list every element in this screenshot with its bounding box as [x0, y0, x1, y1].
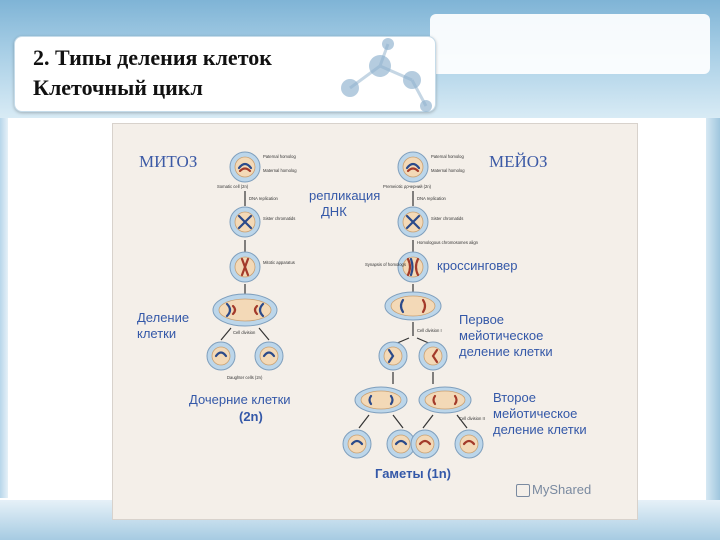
- cell-division-label-line-1: Деление: [137, 310, 189, 325]
- mitosis-somatic-cell: [229, 151, 261, 183]
- gamete-cell-2: [386, 429, 416, 459]
- daughter-cells-label-line-1: Дочерние клетки: [189, 392, 291, 407]
- crossing-over-label: кроссинговер: [437, 258, 518, 273]
- synapsis-label: Synapsis of homologs: [365, 262, 406, 267]
- meiosis-synapsis-cell: [397, 251, 429, 283]
- first-meiotic-label-line-2: мейотическое: [459, 328, 543, 343]
- daughter-cells-small-label: Daughter cells (2n): [227, 375, 263, 380]
- arrow: [358, 414, 370, 429]
- slide-title-line-2: Клеточный цикл: [33, 75, 203, 100]
- title-panel: 2. Типы деления клеток Клеточный цикл: [14, 36, 436, 112]
- arrow: [422, 414, 434, 429]
- meiosis-first-division-cell: [384, 291, 442, 321]
- gamete-cell-4: [454, 429, 484, 459]
- daughter-cells-label-line-2: (2n): [239, 409, 263, 424]
- cell-division-label-line-2: клетки: [137, 326, 176, 341]
- mitosis-dividing-cell: [212, 293, 278, 327]
- arrow: [392, 414, 404, 429]
- first-meiotic-label-line-3: деление клетки: [459, 344, 553, 359]
- first-meiotic-label-line-1: Первое: [459, 312, 504, 327]
- mitosis-replicated-cell: [229, 206, 261, 238]
- mitotic-apparatus-label: Mitotic apparatus: [263, 260, 295, 265]
- header-right-panel: [430, 14, 710, 74]
- dna-replication-right-label: DNA replication: [417, 196, 447, 201]
- mitosis-heading: МИТОЗ: [139, 152, 197, 171]
- arrow: [456, 414, 468, 429]
- cell-division-left-small: Cell division: [233, 330, 256, 335]
- sister-chromatids-left-label: Sister chromatids: [263, 216, 295, 221]
- slide-title-line-1: 2. Типы деления клеток: [33, 45, 272, 70]
- arrow: [220, 327, 232, 341]
- homologous-align-label: Homologous chromosomes align: [417, 240, 479, 245]
- arrow: [258, 327, 270, 341]
- mitosis-meiosis-figure: МИТОЗ МЕЙОЗ Paternal homolog Maternal ho…: [112, 123, 638, 520]
- maternal-label-right: Maternal homolog: [431, 168, 465, 173]
- cell-division-2-label: Cell division II: [459, 416, 485, 421]
- dna-replication-left-label: DNA replication: [249, 196, 279, 201]
- myshared-logo-icon: [516, 484, 530, 497]
- left-border: [0, 118, 8, 498]
- replication-label-line-2: ДНК: [321, 204, 347, 219]
- meiosis-secondary-cell-left: [378, 341, 408, 371]
- second-meiotic-label-line-1: Второе: [493, 390, 536, 405]
- mitosis-metaphase-cell: [229, 251, 261, 283]
- paternal-label-left: Paternal homolog: [263, 154, 296, 159]
- meiosis-heading: МЕЙОЗ: [489, 152, 548, 171]
- gamete-cell-3: [410, 429, 440, 459]
- watermark: MyShared: [532, 482, 592, 497]
- meiosis-premeiotic-cell: [397, 151, 429, 183]
- somatic-cell-label: Somatic cell (2n): [217, 184, 249, 189]
- meiosis-replicated-cell: [397, 206, 429, 238]
- replication-label-line-1: репликация: [309, 188, 380, 203]
- mitosis-daughter-cell-left: [206, 341, 236, 371]
- second-meiotic-label-line-3: деление клетки: [493, 422, 587, 437]
- cell-division-1-label: Cell division I: [417, 328, 442, 333]
- mitosis-daughter-cell-right: [254, 341, 284, 371]
- meiosis-secondary-cell-right: [418, 341, 448, 371]
- meiosis-second-division-cell-left: [354, 386, 408, 414]
- molecule-decoration-icon: [341, 38, 432, 112]
- right-border: [706, 118, 720, 540]
- paternal-label-right: Paternal homolog: [431, 154, 464, 159]
- maternal-label-left: Maternal homolog: [263, 168, 297, 173]
- second-meiotic-label-line-2: мейотическое: [493, 406, 577, 421]
- gametes-label: Гаметы (1n): [375, 466, 451, 481]
- sister-chromatids-right-label: Sister chromatids: [431, 216, 463, 221]
- gamete-cell-1: [342, 429, 372, 459]
- meiosis-second-division-cell-right: [418, 386, 472, 414]
- premeiotic-cell-label: Premeiotic дочерний (2n): [383, 184, 432, 189]
